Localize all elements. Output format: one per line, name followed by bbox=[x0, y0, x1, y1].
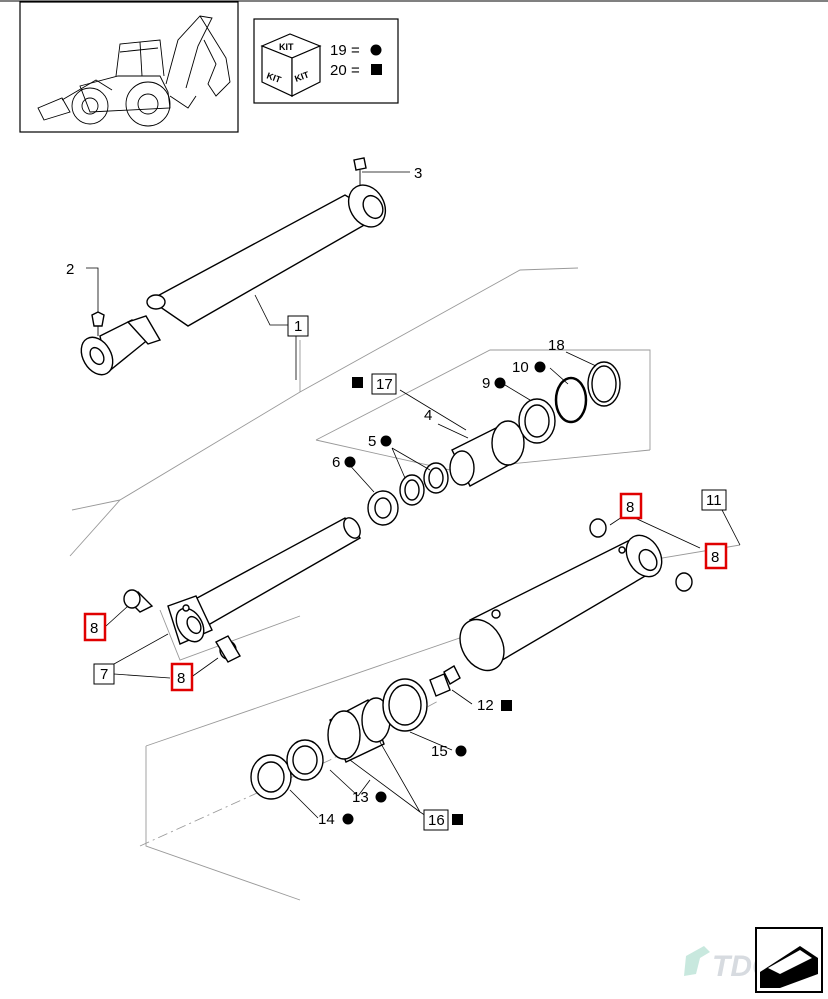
cylinder-barrel bbox=[459, 534, 663, 672]
callout-15-circle bbox=[455, 745, 467, 757]
callout-10: 10 bbox=[512, 359, 529, 376]
callout-9-circle bbox=[494, 377, 506, 389]
callout-5: 5 bbox=[368, 433, 376, 450]
callout-12-square bbox=[501, 700, 512, 711]
legend-20-eq: = bbox=[351, 62, 360, 79]
callout-8-top: 8 bbox=[626, 499, 634, 516]
callout-8-highlight-top bbox=[619, 492, 643, 520]
legend-20-num: 20 bbox=[330, 62, 347, 79]
bolt bbox=[429, 665, 461, 697]
legend-circle-symbol bbox=[370, 44, 382, 56]
callout-9: 9 bbox=[482, 375, 490, 392]
piston-seal-set bbox=[367, 361, 621, 526]
callout-12: 12 bbox=[477, 697, 494, 714]
legend-19-eq: = bbox=[351, 42, 360, 59]
callout-16: 16 bbox=[428, 812, 445, 829]
kit-label-top: KIT bbox=[279, 42, 294, 52]
callout-8-bottom: 8 bbox=[177, 670, 185, 687]
legend-19-num: 19 bbox=[330, 42, 347, 59]
callout-6: 6 bbox=[332, 454, 340, 471]
callout-8-right: 8 bbox=[711, 549, 719, 566]
callout-15: 15 bbox=[431, 743, 448, 760]
hydraulic-cylinder-assembly bbox=[80, 157, 387, 376]
callout-4: 4 bbox=[424, 407, 432, 424]
callout-16-box bbox=[423, 809, 449, 831]
callout-8-highlight-left bbox=[83, 612, 107, 642]
callout-7: 7 bbox=[100, 666, 108, 683]
kit-label-left: KIT bbox=[265, 70, 283, 85]
callout-labels: 3 2 1 18 10 9 17 4 5 6 8 11 8 8 7 8 12 1… bbox=[66, 165, 728, 831]
callout-1-box bbox=[287, 315, 309, 337]
leader-lines bbox=[86, 171, 741, 821]
logo-mark bbox=[684, 946, 710, 976]
callout-10-circle bbox=[534, 361, 546, 373]
callout-11-box bbox=[701, 489, 727, 511]
callout-17-box bbox=[371, 373, 397, 395]
callout-1: 1 bbox=[294, 318, 302, 335]
kit-legend: KIT KIT KIT 19 = 20 = bbox=[253, 18, 399, 104]
bushing bbox=[123, 518, 693, 663]
callout-5-circle bbox=[380, 435, 392, 447]
piston-rod bbox=[167, 517, 362, 645]
callout-7-box bbox=[93, 663, 115, 685]
callout-16-square bbox=[452, 814, 463, 825]
callout-3: 3 bbox=[414, 165, 422, 182]
callout-6-circle bbox=[344, 456, 356, 468]
callout-17: 17 bbox=[376, 376, 393, 393]
kit-box-icon: KIT KIT KIT bbox=[260, 33, 322, 97]
assembly-guide-lines bbox=[69, 267, 741, 901]
callout-8-highlight-bottom bbox=[170, 662, 194, 692]
callout-14-circle bbox=[342, 813, 354, 825]
callout-13: 13 bbox=[352, 789, 369, 806]
machine-thumbnail bbox=[19, 1, 239, 133]
callout-8-highlight-right bbox=[704, 542, 728, 570]
next-page-icon[interactable] bbox=[755, 927, 823, 993]
callout-17-square bbox=[352, 377, 363, 388]
gland-seal-set bbox=[250, 678, 428, 800]
legend-square-symbol bbox=[371, 64, 382, 75]
kit-label-right: KIT bbox=[293, 69, 311, 84]
callout-8-left: 8 bbox=[90, 620, 98, 637]
callout-11: 11 bbox=[706, 492, 722, 509]
callout-18: 18 bbox=[548, 337, 565, 354]
callout-2: 2 bbox=[66, 261, 74, 278]
callout-13-circle bbox=[375, 791, 387, 803]
callout-14: 14 bbox=[318, 811, 335, 828]
